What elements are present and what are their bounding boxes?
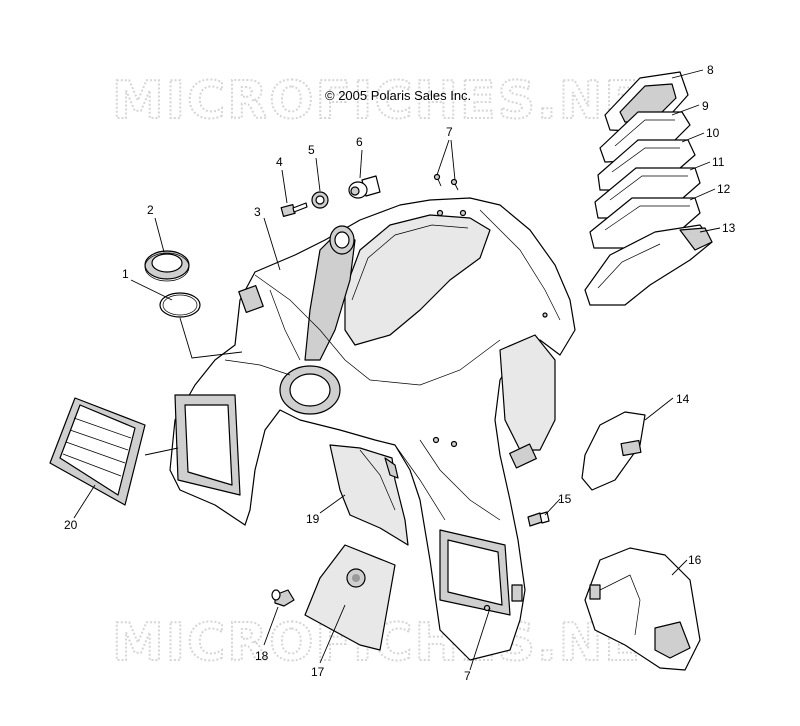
callout-2: 2 xyxy=(147,203,154,217)
callout-6: 6 xyxy=(356,135,363,149)
part-15-fastener xyxy=(527,511,550,527)
watermark-top: MICROFICHES.NET xyxy=(112,71,679,131)
leader-lines xyxy=(73,69,721,671)
callout-20: 20 xyxy=(64,518,78,532)
part-20-louvered-vent xyxy=(49,397,146,506)
callout-18: 18 xyxy=(255,649,269,663)
callout-12: 12 xyxy=(717,182,731,196)
copyright-notice: © 2005 Polaris Sales Inc. xyxy=(325,88,471,103)
part-5-ignition-nut xyxy=(311,191,329,209)
part-10-lens xyxy=(597,139,696,191)
callout-16: 16 xyxy=(688,553,702,567)
part-16-side-pod xyxy=(584,547,701,671)
callout-7-bottom: 7 xyxy=(464,669,471,683)
callout-11: 11 xyxy=(712,155,725,169)
part-6-plug xyxy=(348,175,381,199)
watermark-bottom: MICROFICHES.NET xyxy=(112,613,679,673)
callout-17: 17 xyxy=(311,665,325,679)
part-19-deflector xyxy=(329,444,409,546)
part-2-grommet xyxy=(144,250,190,282)
part-4-key xyxy=(280,202,308,217)
callout-14: 14 xyxy=(676,392,690,406)
callout-10: 10 xyxy=(706,126,720,140)
part-18-cap xyxy=(271,589,295,607)
callout-5: 5 xyxy=(308,143,315,157)
callout-1: 1 xyxy=(122,267,129,281)
callout-7-top: 7 xyxy=(446,125,453,139)
callout-3: 3 xyxy=(254,205,261,219)
callout-4: 4 xyxy=(276,155,283,169)
hood-body-part xyxy=(169,197,576,661)
callout-9: 9 xyxy=(702,99,709,113)
part-9-gasket xyxy=(599,111,691,163)
part-14-oval-cover xyxy=(581,411,646,491)
callout-8: 8 xyxy=(707,63,714,77)
part-17-panel xyxy=(304,544,396,651)
part-7-screws-top xyxy=(433,173,459,191)
callout-13: 13 xyxy=(722,221,736,235)
part-13-housing xyxy=(584,224,713,306)
callout-15: 15 xyxy=(558,492,572,506)
callout-19: 19 xyxy=(306,512,320,526)
